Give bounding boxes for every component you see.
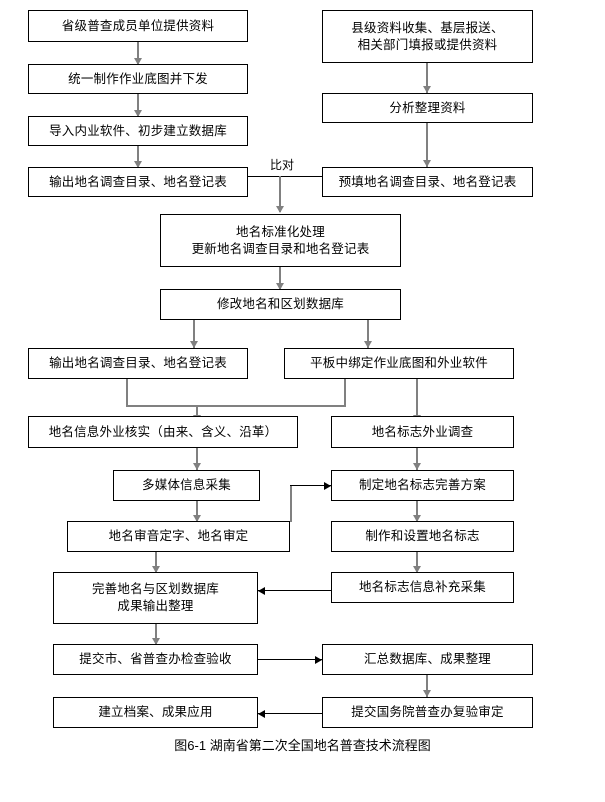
edge-n08-n09 — [279, 267, 281, 289]
node-establish-archive-apply-results: 建立档案、成果应用 — [53, 697, 258, 728]
node-output-survey-catalog-mid: 输出地名调查目录、地名登记表 — [28, 348, 248, 379]
node-county-data-collection: 县级资料收集、基层报送、 相关部门填报或提供资料 — [322, 10, 533, 63]
node-multimedia-collection: 多媒体信息采集 — [113, 470, 260, 501]
edge-n16-to-n15-horizontal — [290, 485, 331, 486]
edge-n03-n04 — [137, 146, 139, 167]
arrowhead-n09-n11 — [364, 341, 372, 348]
edge-n15-n17 — [416, 501, 418, 521]
edge-n21-n23 — [426, 675, 428, 697]
edge-n18-n20 — [155, 624, 157, 644]
figure-caption: 图6-1 湖南省第二次全国地名普查技术流程图 — [174, 738, 431, 753]
node-import-software-database: 导入内业软件、初步建立数据库 — [28, 116, 248, 146]
arrowhead-n01-n02 — [134, 58, 142, 65]
arrowhead-n02-n03 — [134, 110, 142, 117]
edge-n14-n16 — [196, 501, 198, 521]
edge-n16-up-branch — [290, 486, 292, 522]
edge-merge-to-n12 — [196, 405, 198, 423]
arrowhead-n08-n09 — [276, 283, 284, 290]
node-sign-info-supplementary-collection: 地名标志信息补充采集 — [331, 572, 514, 603]
node-standardization-update: 地名标准化处理 更新地名调查目录和地名登记表 — [160, 214, 401, 267]
edge-n20-to-n21 — [258, 659, 322, 660]
node-submit-city-province-inspection: 提交市、省普查办检查验收 — [53, 644, 258, 675]
arrowhead-n16-n18 — [152, 566, 160, 573]
arrowhead-n20-to-n21 — [315, 656, 322, 664]
edge-n19-to-n18 — [258, 590, 331, 591]
arrowhead-n21-n23 — [423, 690, 431, 697]
arrowhead-n18-n20 — [152, 638, 160, 645]
edge-n12-n14 — [196, 448, 198, 470]
node-aggregate-db-results: 汇总数据库、成果整理 — [322, 644, 533, 675]
edge-n13-n15 — [416, 448, 418, 470]
node-unified-basemap: 统一制作作业底图并下发 — [28, 64, 248, 94]
node-output-survey-catalog-left: 输出地名调查目录、地名登记表 — [28, 167, 248, 197]
edge-n06-n07 — [426, 123, 428, 167]
node-provincial-census-materials: 省级普查成员单位提供资料 — [28, 10, 248, 42]
edge-label-compare: 比对 — [268, 158, 297, 172]
edge-n02-n03 — [137, 94, 139, 116]
node-analyze-organize-materials: 分析整理资料 — [322, 93, 533, 123]
edge-n23-to-n22 — [258, 713, 322, 714]
arrowhead-n03-n04 — [134, 161, 142, 168]
arrowhead-compare-to-n08 — [276, 206, 284, 213]
arrowhead-n13-n15 — [413, 463, 421, 470]
node-placename-pronunciation-approval: 地名审音定字、地名审定 — [67, 521, 290, 552]
arrowhead-n19-to-n18 — [258, 587, 265, 595]
arrowhead-n16-to-n15 — [324, 482, 331, 490]
edge-n16-n18 — [155, 552, 157, 574]
arrowhead-n05-n06 — [423, 86, 431, 93]
node-modify-placename-division-db: 修改地名和区划数据库 — [160, 289, 401, 320]
edge-compare-to-n08 — [279, 176, 281, 212]
node-field-verify-placename-info: 地名信息外业核实（由来、含义、沿革） — [28, 416, 298, 448]
edge-n09-to-n11 — [367, 320, 369, 348]
node-make-install-signs: 制作和设置地名标志 — [331, 521, 514, 552]
arrowhead-n14-n16 — [193, 515, 201, 522]
edge-merge-horizontal — [126, 405, 346, 407]
node-field-survey-placename-signs: 地名标志外业调查 — [331, 416, 514, 448]
arrowhead-n23-to-n22 — [258, 710, 265, 718]
edge-n05-n06 — [426, 63, 428, 93]
node-plan-sign-improvement: 制定地名标志完善方案 — [331, 470, 514, 501]
edge-n09-to-n10 — [193, 320, 195, 348]
edge-n11-to-n13 — [416, 379, 418, 423]
edge-n11-down-merge — [344, 379, 346, 406]
node-improve-db-output-results: 完善地名与区划数据库 成果输出整理 — [53, 572, 258, 624]
edge-n17-n19 — [416, 552, 418, 574]
node-submit-state-council-review: 提交国务院普查办复验审定 — [322, 697, 533, 728]
arrowhead-n09-n10 — [190, 341, 198, 348]
edge-compare-horizontal — [248, 176, 323, 177]
arrowhead-n17-n19 — [413, 566, 421, 573]
arrowhead-n12-n14 — [193, 463, 201, 470]
arrowhead-n15-n17 — [413, 515, 421, 522]
edge-n01-n02 — [137, 42, 139, 64]
node-tablet-bind-basemap: 平板中绑定作业底图和外业软件 — [284, 348, 514, 379]
node-prefill-survey-catalog: 预填地名调查目录、地名登记表 — [322, 167, 533, 197]
edge-n10-down — [126, 379, 128, 406]
arrowhead-n06-n07 — [423, 160, 431, 167]
